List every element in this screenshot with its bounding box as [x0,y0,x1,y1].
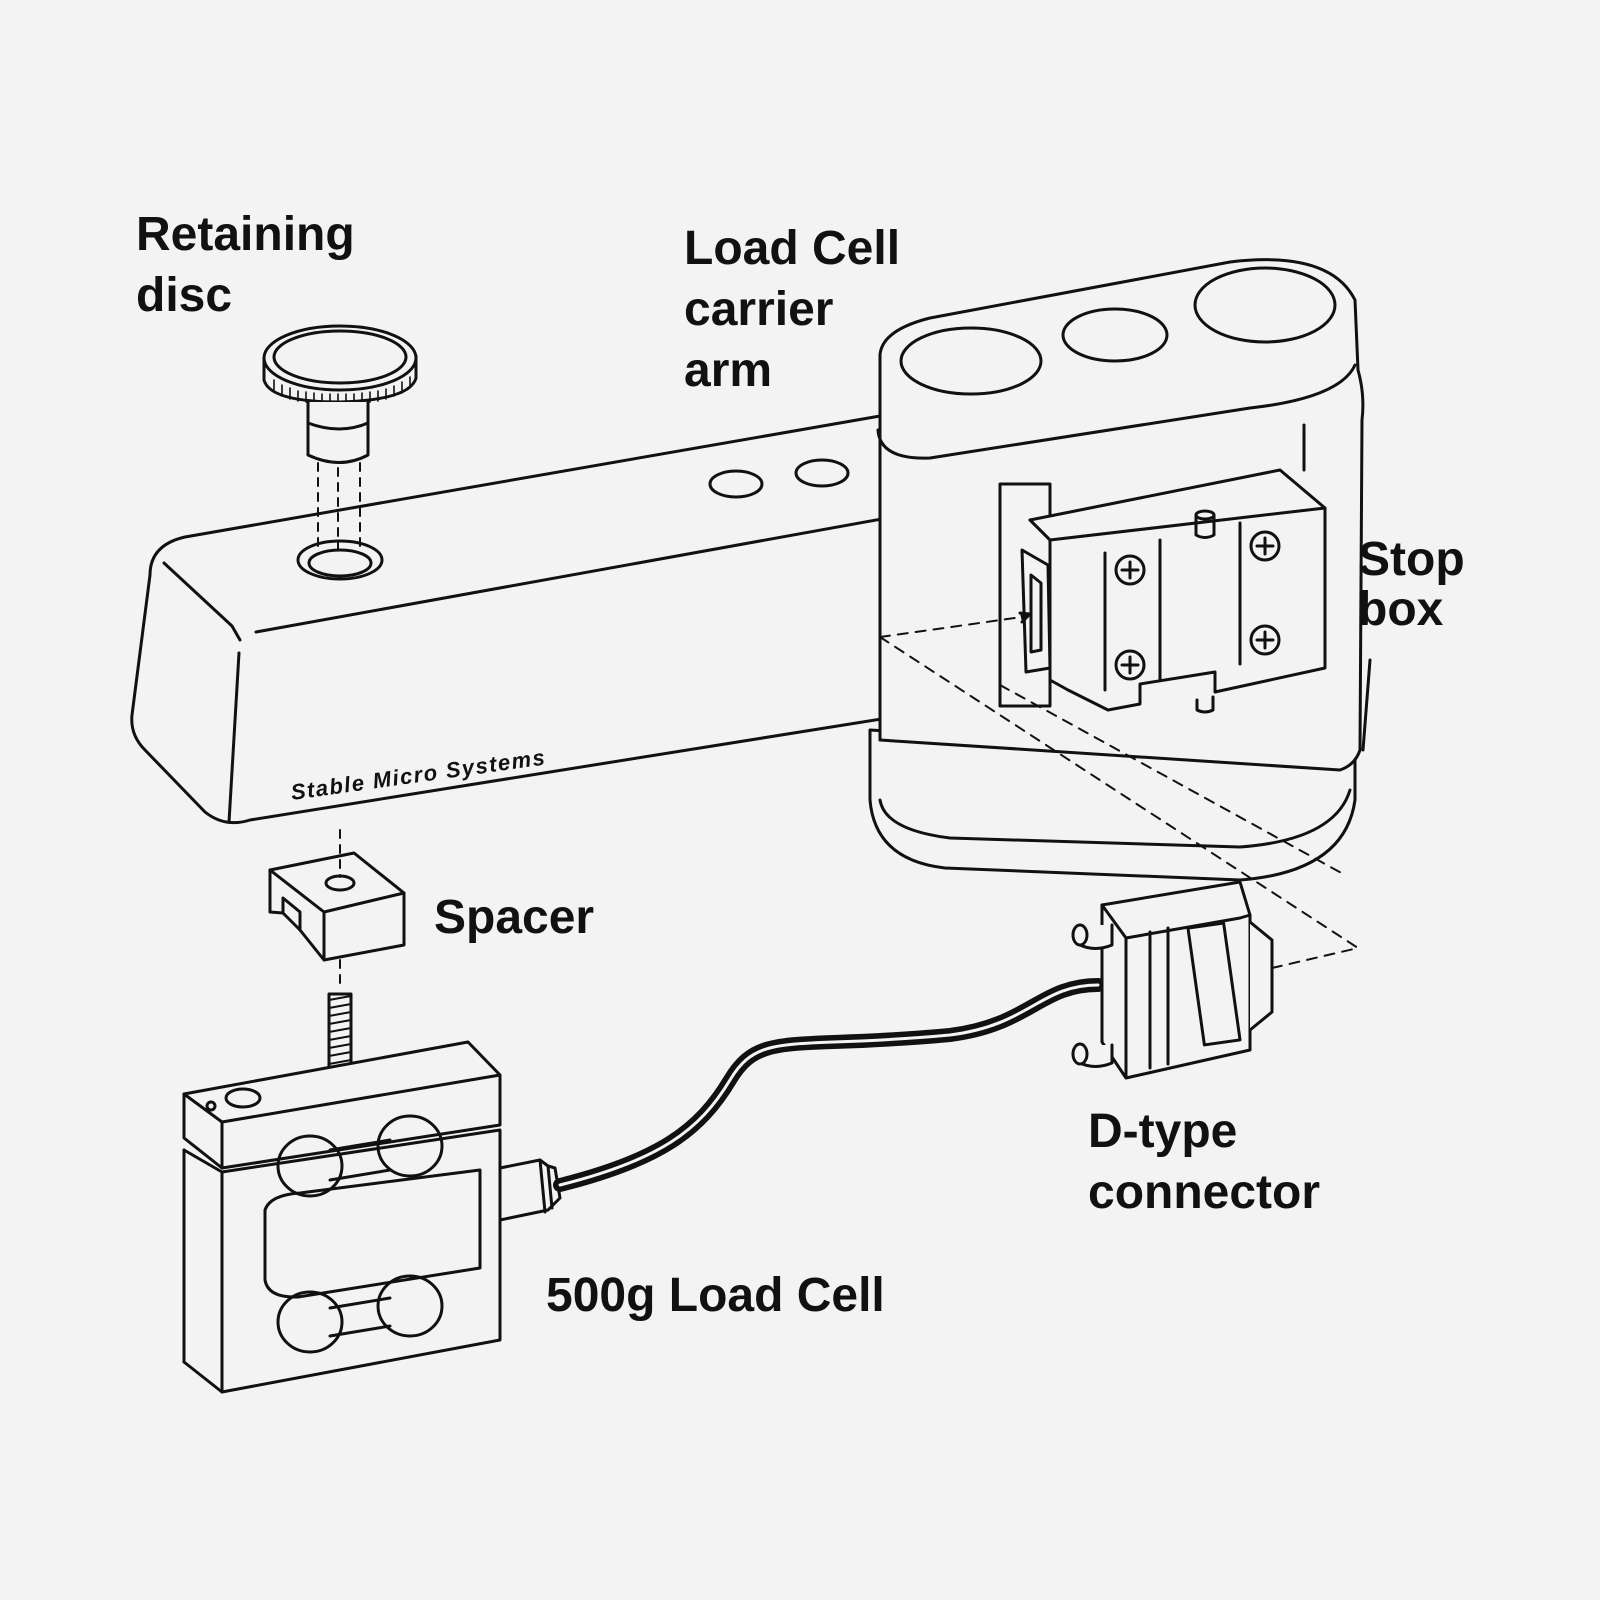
d-type-connector-thumbscrew [1071,923,1089,947]
load-cell-bore [276,1290,344,1354]
label-line: Stop [1358,533,1465,586]
retaining-disc [262,324,418,551]
load-cell-bore-link [328,1138,392,1182]
carrier-arm: Stable Micro Systems [130,258,1372,882]
d-type-connector-ribs [1100,903,1252,1078]
arrow-icon [1018,611,1032,624]
load-cell-bore [376,1114,444,1178]
screw-icon [1120,655,1140,675]
retaining-disc-shaft-step [306,421,370,431]
screw-icon [1249,530,1281,562]
load-cell [182,1040,562,1394]
arm-beam-hole [794,458,850,488]
retaining-disc-top-inner [272,329,408,385]
load-cell-slot [263,1168,482,1299]
label-500g-load-cell: 500g Load Cell [546,1269,885,1322]
stop-box-pin [1195,695,1215,714]
alignment-dash-line [317,462,361,551]
d-type-connector-window [1186,921,1242,1047]
load-cell-cable-gland [538,1158,554,1214]
label-load-cell-carrier-arm: Load Cell carrier arm [684,218,900,401]
arm-top-hole [899,326,1043,396]
label-retaining-disc: Retaining disc [136,204,355,326]
alignment-dash-line [1271,947,1359,969]
arm-beam-hole [708,469,764,499]
spacer [268,829,406,991]
stop-box-pin-top [1194,509,1216,521]
carrier-arm-bottom-housing [868,728,1357,882]
arm-top-hole [1193,266,1337,344]
connection-guide-lines [879,616,1359,969]
load-cell-top-edge [182,1073,502,1170]
label-line: box [1358,583,1444,636]
threaded-stud [327,992,353,1084]
retaining-disc-top [262,324,418,392]
label-line: carrier [684,283,834,336]
d-type-connector-shell [1248,920,1274,1032]
load-cell-bore [376,1274,444,1338]
label-stop-box: Stop box [1358,535,1465,635]
screw-icon [1114,554,1146,586]
alignment-dash-line [879,636,1359,949]
load-cell-top-dot [205,1100,217,1112]
carrier-arm-housing-side-edge [1361,658,1372,752]
threaded-stud-threads [328,995,352,1073]
alignment-dash-line [999,684,1346,876]
d-type-connector-body [1100,880,1252,1080]
retaining-disc-knurl [273,376,411,405]
label-line: Retaining [136,208,355,261]
cable-highlight [558,983,1100,1187]
label-line: Load Cell [684,222,901,275]
label-line: D-type [1088,1105,1238,1158]
retaining-disc-socket [296,539,384,581]
screw-icon [1255,630,1275,650]
spacer-edge [268,868,406,962]
d-type-connector [1071,880,1274,1080]
retaining-disc-socket-inner [307,548,373,578]
load-cell-bore [276,1134,344,1198]
retaining-disc-shaft [306,400,370,464]
carrier-arm-beam-edge [227,651,241,824]
label-line: arm [684,344,773,397]
stop-box [998,468,1327,714]
carrier-arm-beam-edge [162,561,242,642]
d-type-connector-thumbscrew [1071,1042,1089,1066]
label-line: connector [1088,1166,1321,1219]
stop-box-connector-port [1020,548,1052,674]
screw-icon [1255,536,1275,556]
screw-icon [1114,649,1146,681]
label-line: disc [136,269,233,322]
cable [553,978,1105,1192]
load-cell-top-block [182,1040,502,1170]
screw-icon [1120,560,1140,580]
load-cell-bore-link [328,1296,392,1338]
spacer-block [268,851,406,962]
stop-box-face [1028,506,1327,542]
spacer-slot [281,896,302,932]
stop-box-connector-port-inner [1029,573,1043,654]
carrier-arm-housing-top-edge [876,363,1357,460]
carrier-arm-bottom-housing-edge [878,788,1352,849]
stop-box-pin [1194,513,1216,539]
label-spacer: Spacer [434,891,595,944]
carrier-arm-beam [130,414,1002,825]
load-cell-top-hole [224,1087,262,1109]
alignment-dash-line [879,616,1023,638]
load-cell-body-edge [182,1148,224,1394]
arm-top-hole [1061,307,1169,363]
screw-icon [1249,624,1281,656]
label-d-type-connector: D-type connector [1088,1101,1320,1223]
